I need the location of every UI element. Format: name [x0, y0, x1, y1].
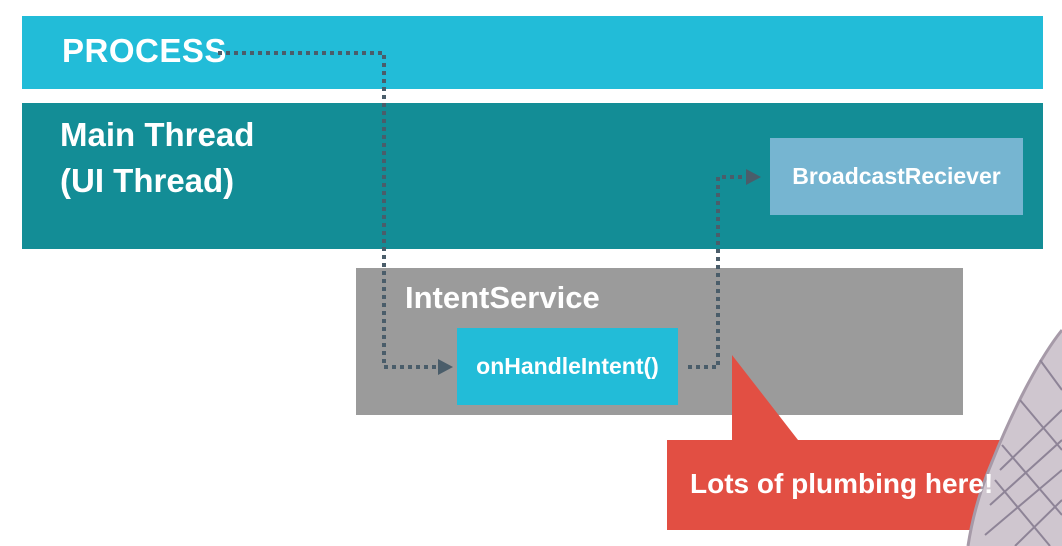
main-thread-label: Main Thread (UI Thread) [60, 116, 255, 199]
on-handle-intent-label: onHandleIntent() [476, 353, 659, 379]
process-to-handle-connector [218, 51, 440, 369]
handle-to-broadcast-connector [688, 175, 748, 369]
process-label: PROCESS [62, 32, 227, 69]
broadcast-receiver-label: BroadcastReciever [792, 163, 1001, 189]
on-handle-intent-box: onHandleIntent() [457, 328, 678, 405]
process-band [22, 16, 1043, 89]
arrowhead-to-broadcast [746, 169, 761, 185]
callout-bubble [667, 355, 1062, 530]
intent-service-label: IntentService [405, 280, 600, 315]
arrowhead-to-handle [438, 359, 453, 375]
broadcast-receiver-box: BroadcastReciever [770, 138, 1023, 215]
presenter-figure [966, 329, 1062, 546]
callout-text: Lots of plumbing here! [690, 468, 994, 499]
